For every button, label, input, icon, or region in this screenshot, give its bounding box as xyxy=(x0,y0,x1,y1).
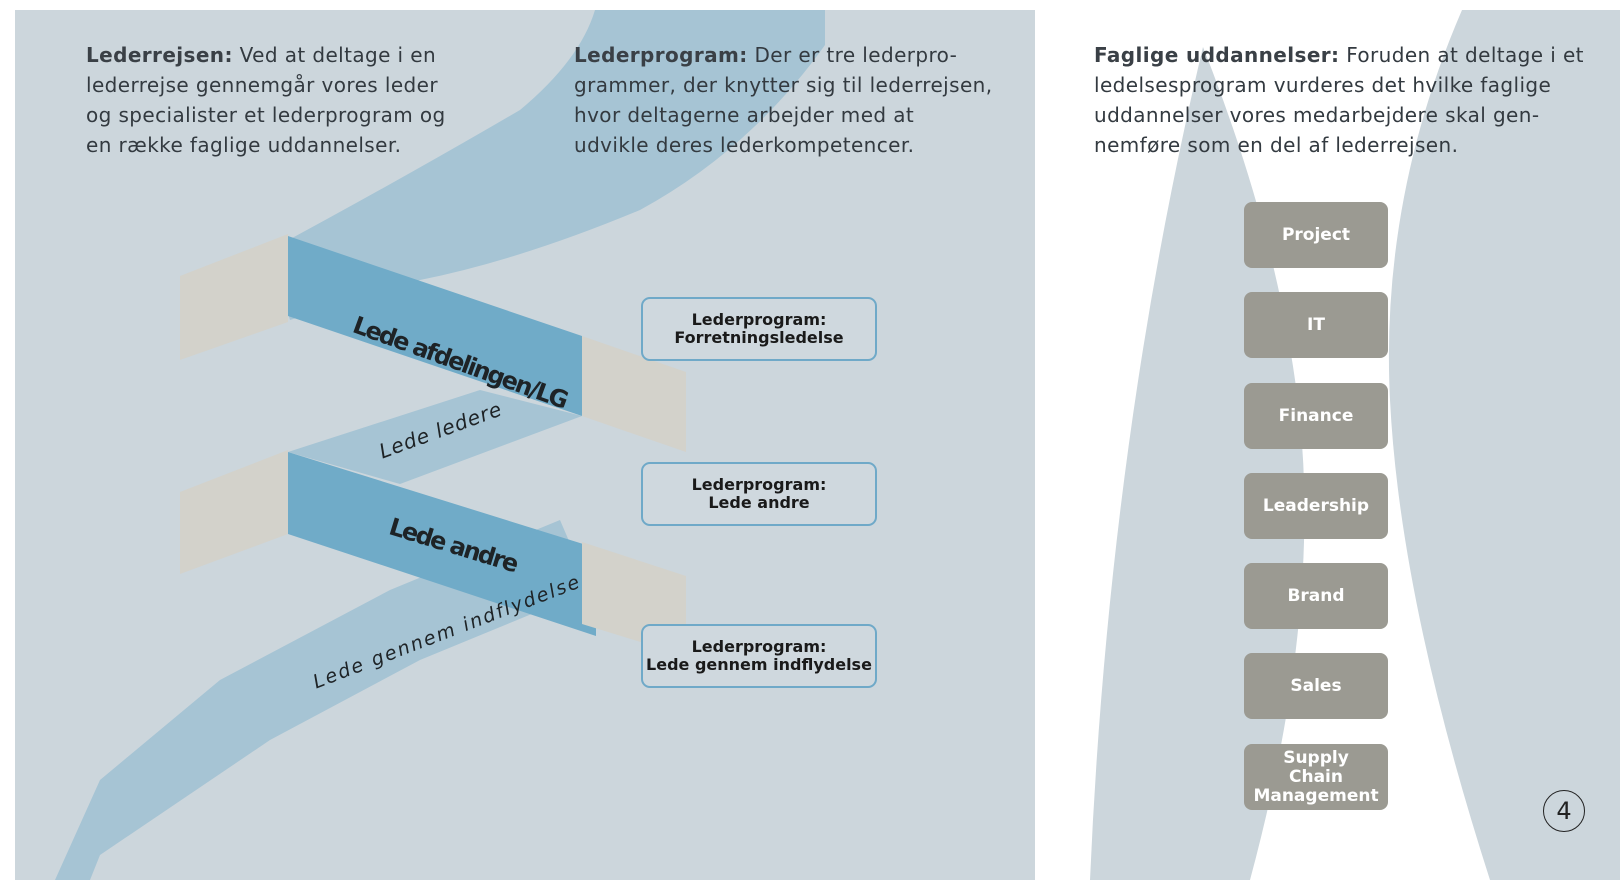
edu-box-brand: Brand xyxy=(1244,563,1388,629)
program-name: Forretningsledelse xyxy=(674,328,844,347)
program-box-lede-gennem-indflydelse: Lederprogram: Lede gennem indflydelse xyxy=(641,624,877,688)
col-heading-lederprogram: Lederprogram: xyxy=(574,43,748,67)
col-line: Der er tre lederpro- xyxy=(754,43,958,67)
edu-box-finance: Finance xyxy=(1244,383,1388,449)
edu-box-it: IT xyxy=(1244,292,1388,358)
col-line: udvikle deres lederkompetencer. xyxy=(574,133,915,157)
col-line: hvor deltagerne arbejder med at xyxy=(574,103,915,127)
col-line: og specialister et lederprogram og xyxy=(86,103,446,127)
flap-top-right xyxy=(582,336,686,452)
program-label: Lederprogram: xyxy=(691,475,827,494)
flap-mid-left xyxy=(180,450,288,574)
col-line: uddannelser vores medarbejdere skal gen- xyxy=(1094,103,1540,127)
col-line: Ved at deltage i en xyxy=(239,43,437,67)
program-name: Lede andre xyxy=(708,493,810,512)
program-label: Lederprogram: xyxy=(691,310,827,329)
ribbon-lower xyxy=(55,520,590,880)
col-heading-faglige: Faglige uddannelser: xyxy=(1094,43,1340,67)
band-lede-afdelingen xyxy=(288,236,582,416)
intro-lederprogram: Lederprogram: Der er tre lederpro-gramme… xyxy=(574,40,993,160)
program-box-lede-andre: Lederprogram: Lede andre xyxy=(641,462,877,526)
program-label: Lederprogram: xyxy=(691,637,827,656)
program-name: Lede gennem indflydelse xyxy=(646,655,872,674)
white-curve-left xyxy=(1035,10,1212,880)
col-line: nemføre som en del af lederrejsen. xyxy=(1094,133,1459,157)
col-line: grammer, der knytter sig til lederrejsen… xyxy=(574,73,993,97)
col-line: ledelsesprogram vurderes det hvilke fagl… xyxy=(1094,73,1552,97)
col-line: Foruden at deltage i et xyxy=(1346,43,1584,67)
edu-box-supply-chain: Supply Chain Management xyxy=(1244,744,1388,810)
band-lede-ledere xyxy=(288,390,582,484)
intro-faglige-uddannelser: Faglige uddannelser: Foruden at deltage … xyxy=(1094,40,1584,160)
page-number: 4 xyxy=(1543,790,1585,832)
col-heading-lederrejsen: Lederrejsen: xyxy=(86,43,233,67)
band-lede-andre xyxy=(288,452,596,636)
ribbon-upper xyxy=(270,10,825,320)
intro-lederrejsen: Lederrejsen: Ved at deltage i en lederrej… xyxy=(86,40,446,160)
program-box-forretningsledelse: Lederprogram: Forretningsledelse xyxy=(641,297,877,361)
col-line: en række faglige uddannelser. xyxy=(86,133,402,157)
edu-box-leadership: Leadership xyxy=(1244,473,1388,539)
flap-top-left xyxy=(180,234,288,360)
edu-box-sales: Sales xyxy=(1244,653,1388,719)
edu-box-project: Project xyxy=(1244,202,1388,268)
col-line: lederrejse gennemgår vores leder xyxy=(86,73,438,97)
